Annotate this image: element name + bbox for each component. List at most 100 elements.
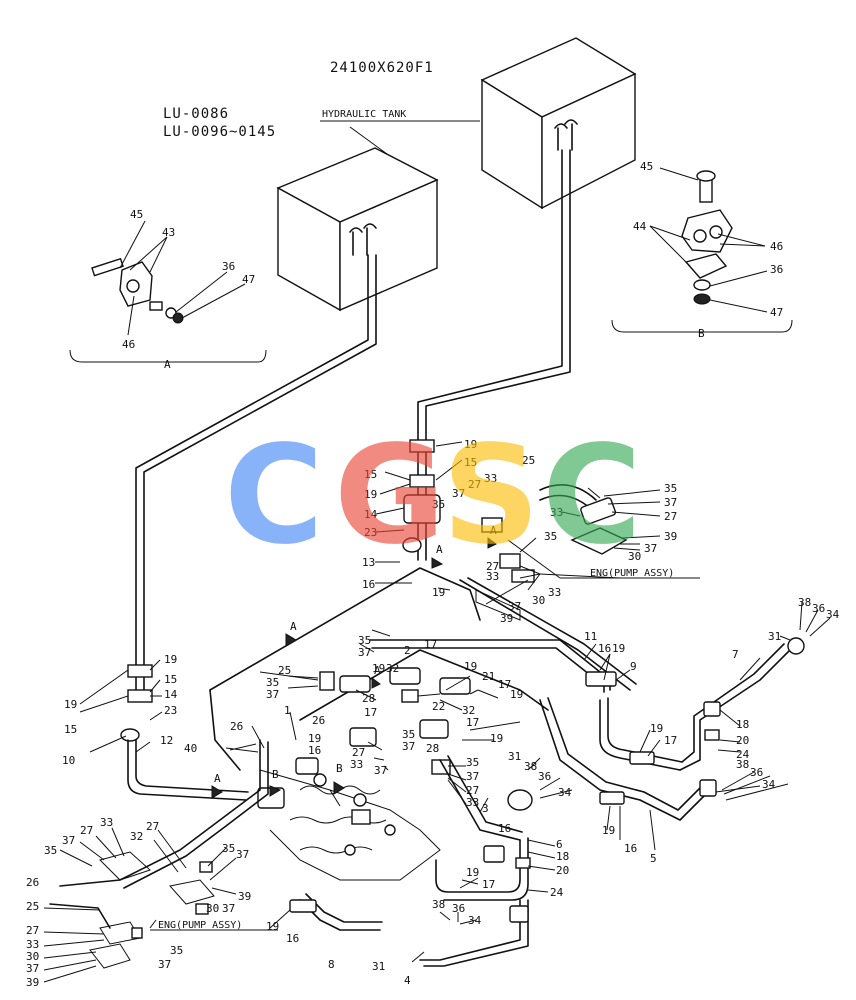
callout-17: 17	[424, 638, 437, 651]
detail-a	[69, 220, 267, 363]
callout-27: 27	[146, 820, 159, 833]
detail-b-label: B	[698, 327, 705, 340]
callout-27: 27	[26, 924, 39, 937]
suction-pipes	[120, 149, 571, 801]
callout-16: 16	[362, 578, 375, 591]
callout-2: 2	[404, 644, 411, 657]
callout-37: 37	[26, 962, 39, 975]
callout-16: 16	[286, 932, 299, 945]
detail-a-label: A	[164, 358, 171, 371]
callout-44: 44	[633, 220, 647, 233]
callout-15: 15	[64, 723, 77, 736]
pump-assy-right-parts	[475, 484, 628, 621]
callout-26: 26	[312, 714, 325, 727]
callout-19: 19	[308, 732, 321, 745]
callout-33: 33	[550, 506, 563, 519]
callout-19: 19	[464, 438, 477, 451]
pilot-lines-left	[49, 739, 269, 969]
callout-20: 20	[736, 734, 749, 747]
callout-14: 14	[364, 508, 378, 521]
callout-43: 43	[162, 226, 175, 239]
callout-19: 19	[464, 660, 477, 673]
callout-1: 1	[284, 704, 291, 717]
callout-35: 35	[466, 756, 479, 769]
callout-31: 31	[768, 630, 781, 643]
callout-35: 35	[402, 728, 415, 741]
callout-37: 37	[266, 688, 279, 701]
callout-37: 37	[222, 902, 235, 915]
marker-b: B	[336, 762, 343, 775]
callout-33: 33	[548, 586, 561, 599]
callout-45-b: 45	[640, 160, 653, 173]
callout-31: 31	[372, 960, 385, 973]
callout-25: 25	[522, 454, 535, 467]
watermark-letter-1: C	[224, 417, 324, 575]
callout-16: 16	[498, 822, 511, 835]
hydraulic-tank-left	[276, 147, 439, 312]
callout-37: 37	[62, 834, 75, 847]
tank-label: HYDRAULIC TANK	[322, 109, 406, 120]
callout-30: 30	[628, 550, 641, 563]
callout-19: 19	[432, 586, 445, 599]
callout-5: 5	[650, 852, 657, 865]
callout-17: 17	[664, 734, 677, 747]
callout-27: 27	[466, 784, 479, 797]
marker-b: B	[272, 768, 279, 781]
callout-17: 17	[466, 716, 479, 729]
callout-34: 34	[826, 608, 840, 621]
callout-19: 19	[266, 920, 279, 933]
pump-assy-label-right: ENG(PUMP ASSY)	[590, 568, 674, 579]
callout-36: 36	[222, 260, 235, 273]
model-line-1: LU-0086	[163, 106, 229, 122]
callout-17: 17	[364, 706, 377, 719]
callout-30: 30	[532, 594, 545, 607]
callout-37: 37	[158, 958, 171, 971]
callout-20: 20	[556, 864, 569, 877]
engine-pump-assembly	[209, 567, 549, 881]
callout-38: 38	[524, 760, 537, 773]
callout-8: 8	[328, 958, 335, 971]
callout-37: 37	[374, 764, 387, 777]
callout-35: 35	[222, 842, 235, 855]
callout-45: 45	[130, 208, 143, 221]
callout-27: 27	[468, 478, 481, 491]
callout-10: 10	[62, 754, 75, 767]
callout-35: 35	[44, 844, 57, 857]
callout-19: 19	[64, 698, 77, 711]
callout-18: 18	[556, 850, 569, 863]
callout-36: 36	[538, 770, 551, 783]
callout-36: 36	[452, 902, 465, 915]
marker-a: A	[436, 543, 443, 556]
callout-31: 31	[508, 750, 521, 763]
callout-19: 19	[164, 653, 177, 666]
callout-16: 16	[308, 744, 321, 757]
callout-36: 36	[750, 766, 763, 779]
callout-32: 32	[462, 704, 475, 717]
callout-33: 33	[100, 816, 113, 829]
callout-26: 26	[230, 720, 243, 733]
callout-38: 38	[798, 596, 811, 609]
callout-35: 35	[266, 676, 279, 689]
callout-28: 28	[362, 692, 375, 705]
callout-6: 6	[556, 838, 563, 851]
hydraulic-tank-right	[480, 37, 637, 210]
callout-19: 19	[650, 722, 663, 735]
callout-39: 39	[238, 890, 251, 903]
callout-33: 33	[26, 938, 39, 951]
callout-4: 4	[404, 974, 411, 987]
callout-34: 34	[468, 914, 482, 927]
callout-19: 19	[364, 488, 377, 501]
callout-19: 19	[466, 866, 479, 879]
callout-33: 33	[484, 472, 497, 485]
callout-27: 27	[664, 510, 677, 523]
callout-25: 25	[26, 900, 39, 913]
callout-24: 24	[550, 886, 564, 899]
callout-35: 35	[170, 944, 183, 957]
watermark-letter-3: S	[442, 417, 540, 575]
callout-40: 40	[184, 742, 197, 755]
callout-21: 21	[482, 670, 495, 683]
callout-32: 32	[130, 830, 143, 843]
callout-15: 15	[464, 456, 477, 469]
callouts-main: 19 15 15 19 14 23 13 16 19 15 19 15 14 2…	[26, 438, 840, 989]
callout-46-b: 46	[770, 240, 783, 253]
